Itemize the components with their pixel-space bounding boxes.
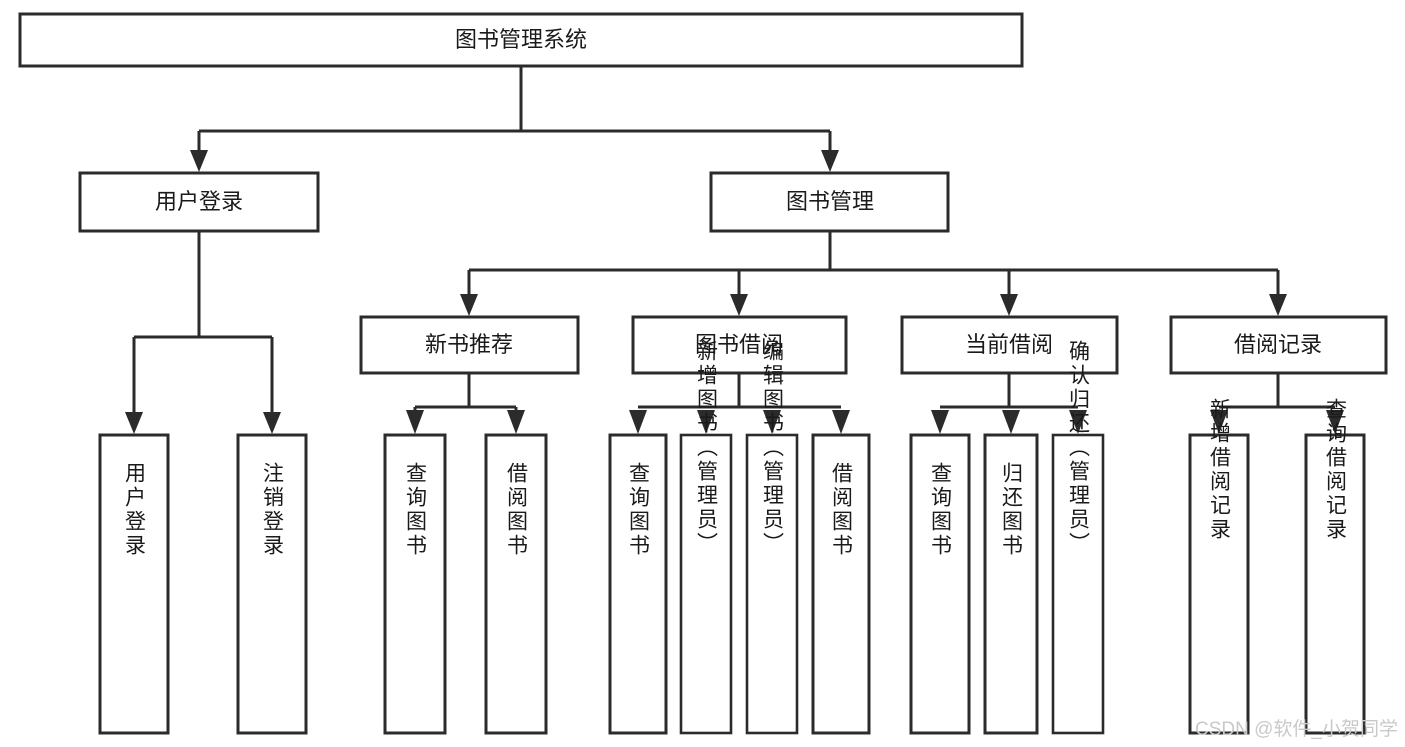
node-new-book-recommend-label: 新书推荐 <box>425 332 513 357</box>
node-leaf-query-book-rec-label: 查询图书 <box>404 462 428 558</box>
node-leaf-confirm-return[interactable]: 确认归还（管理员） <box>1051 340 1105 735</box>
node-book-borrow-label: 图书借阅 <box>695 332 783 357</box>
node-leaf-add-book-label: 新增图书（管理员） <box>695 340 719 556</box>
node-root-label: 图书管理系统 <box>455 27 587 52</box>
node-book-manage-label: 图书管理 <box>786 189 874 214</box>
arrowhead-new-book-recommend <box>460 294 478 316</box>
node-leaf-user-login[interactable]: 用户登录 <box>98 433 170 735</box>
node-leaf-query-book-cb[interactable]: 查询图书 <box>909 433 971 735</box>
node-leaf-query-record[interactable]: 查询借阅记录 <box>1304 398 1366 735</box>
node-leaf-add-book[interactable]: 新增图书（管理员） <box>679 340 733 735</box>
node-leaf-borrow-book-br[interactable]: 借阅图书 <box>811 433 871 735</box>
node-leaf-query-book-rec-box[interactable] <box>383 433 447 735</box>
arrowhead-book-manage <box>821 150 839 172</box>
node-leaf-edit-book-box[interactable] <box>745 433 799 735</box>
node-borrow-record-label: 借阅记录 <box>1234 332 1322 357</box>
node-leaf-query-book-br[interactable]: 查询图书 <box>608 433 668 735</box>
node-root[interactable]: 图书管理系统 <box>18 12 1024 68</box>
node-user-login-label: 用户登录 <box>155 189 243 214</box>
node-leaf-user-logout-label: 注销登录 <box>261 462 285 558</box>
node-borrow-record[interactable]: 借阅记录 <box>1169 315 1388 375</box>
arrowhead-leaf-return-book <box>1002 410 1020 434</box>
arrowhead-leaf-query-book-rec <box>406 410 424 434</box>
node-leaf-confirm-return-label: 确认归还（管理员） <box>1067 340 1091 556</box>
node-leaf-user-logout-box[interactable] <box>236 433 308 735</box>
node-root-box[interactable] <box>18 12 1024 68</box>
node-book-borrow-box[interactable] <box>631 315 848 375</box>
node-leaf-return-book-label: 归还图书 <box>1000 462 1024 558</box>
node-leaf-borrow-book-rec[interactable]: 借阅图书 <box>484 433 548 735</box>
node-leaf-borrow-book-br-box[interactable] <box>811 433 871 735</box>
node-leaf-user-login-label: 用户登录 <box>123 462 147 558</box>
arrowhead-leaf-add-book <box>697 410 715 434</box>
node-leaf-query-book-cb-label: 查询图书 <box>929 462 953 558</box>
arrowhead-leaf-query-book-br <box>629 410 647 434</box>
arrowhead-user-login <box>190 150 208 172</box>
node-leaf-borrow-book-rec-label: 借阅图书 <box>505 462 529 558</box>
arrowhead-current-borrow <box>1000 294 1018 316</box>
node-leaf-edit-book-label: 编辑图书（管理员） <box>761 340 785 556</box>
node-leaf-add-record-box[interactable] <box>1188 433 1250 735</box>
node-current-borrow-label: 当前借阅 <box>965 332 1053 357</box>
node-user-login[interactable]: 用户登录 <box>78 171 320 233</box>
node-leaf-query-book-br-box[interactable] <box>608 433 668 735</box>
node-book-manage-box[interactable] <box>709 171 950 233</box>
node-borrow-record-box[interactable] <box>1169 315 1388 375</box>
node-leaf-confirm-return-box[interactable] <box>1051 433 1105 735</box>
node-leaf-query-record-label: 查询借阅记录 <box>1324 398 1348 542</box>
connector-layer <box>125 66 1344 434</box>
node-leaf-add-record[interactable]: 新增借阅记录 <box>1188 398 1250 735</box>
node-leaf-add-book-box[interactable] <box>679 433 733 735</box>
node-leaf-user-logout[interactable]: 注销登录 <box>236 433 308 735</box>
arrowhead-leaf-confirm-return <box>1069 410 1087 434</box>
node-leaf-add-record-label: 新增借阅记录 <box>1208 398 1232 542</box>
node-leaf-query-book-cb-box[interactable] <box>909 433 971 735</box>
arrowhead-leaf-query-record <box>1326 410 1344 434</box>
node-book-borrow[interactable]: 图书借阅 <box>631 315 848 375</box>
node-new-book-recommend[interactable]: 新书推荐 <box>359 315 580 375</box>
arrowhead-leaf-user-logout <box>263 412 281 434</box>
node-current-borrow[interactable]: 当前借阅 <box>900 315 1119 375</box>
node-leaf-query-book-rec[interactable]: 查询图书 <box>383 433 447 735</box>
node-new-book-recommend-box[interactable] <box>359 315 580 375</box>
arrowhead-borrow-record <box>1269 294 1287 316</box>
node-leaf-query-record-box[interactable] <box>1304 433 1366 735</box>
arrowhead-leaf-add-record <box>1210 410 1228 434</box>
node-leaf-borrow-book-br-label: 借阅图书 <box>830 462 854 558</box>
arrowhead-book-borrow <box>730 294 748 316</box>
arrowhead-leaf-borrow-book-rec <box>507 410 525 434</box>
node-leaf-edit-book[interactable]: 编辑图书（管理员） <box>745 340 799 735</box>
arrowhead-leaf-user-login <box>125 412 143 434</box>
node-leaf-return-book-box[interactable] <box>983 433 1039 735</box>
node-current-borrow-box[interactable] <box>900 315 1119 375</box>
node-leaf-return-book[interactable]: 归还图书 <box>983 433 1039 735</box>
csdn-watermark: CSDN @软件_小贺同学 <box>1195 718 1398 740</box>
arrowhead-leaf-borrow-book-br <box>832 410 850 434</box>
node-leaf-query-book-br-label: 查询图书 <box>627 462 651 558</box>
node-book-manage[interactable]: 图书管理 <box>709 171 950 233</box>
arrowhead-leaf-edit-book <box>763 410 781 434</box>
node-leaf-borrow-book-rec-box[interactable] <box>484 433 548 735</box>
node-user-login-box[interactable] <box>78 171 320 233</box>
node-leaf-user-login-box[interactable] <box>98 433 170 735</box>
arrowhead-leaf-query-book-cb <box>931 410 949 434</box>
